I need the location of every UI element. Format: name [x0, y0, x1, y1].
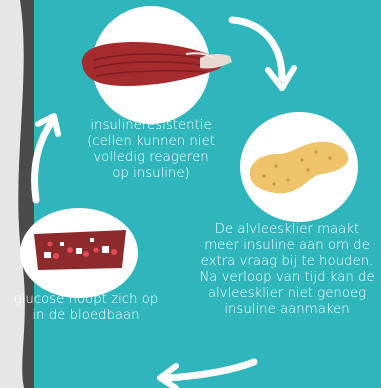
step-caption-pancreas: De alvleesklier maakt meer insuline aan …	[199, 222, 375, 317]
muscle-icon	[81, 42, 232, 86]
step-caption-glucose: glucose hoopt zich op in de bloedbaan	[13, 292, 159, 323]
blood-vessel-icon	[34, 230, 126, 270]
step-caption-insulin-resistance: insulineresistentie (cellen kunnen niet …	[87, 118, 215, 181]
arrow-right-top-icon	[228, 16, 297, 91]
pancreas-icon	[249, 141, 349, 194]
arrow-left-up-icon	[31, 113, 61, 204]
arrow-bottom-icon	[157, 358, 258, 388]
left-edge-wave	[0, 0, 25, 388]
